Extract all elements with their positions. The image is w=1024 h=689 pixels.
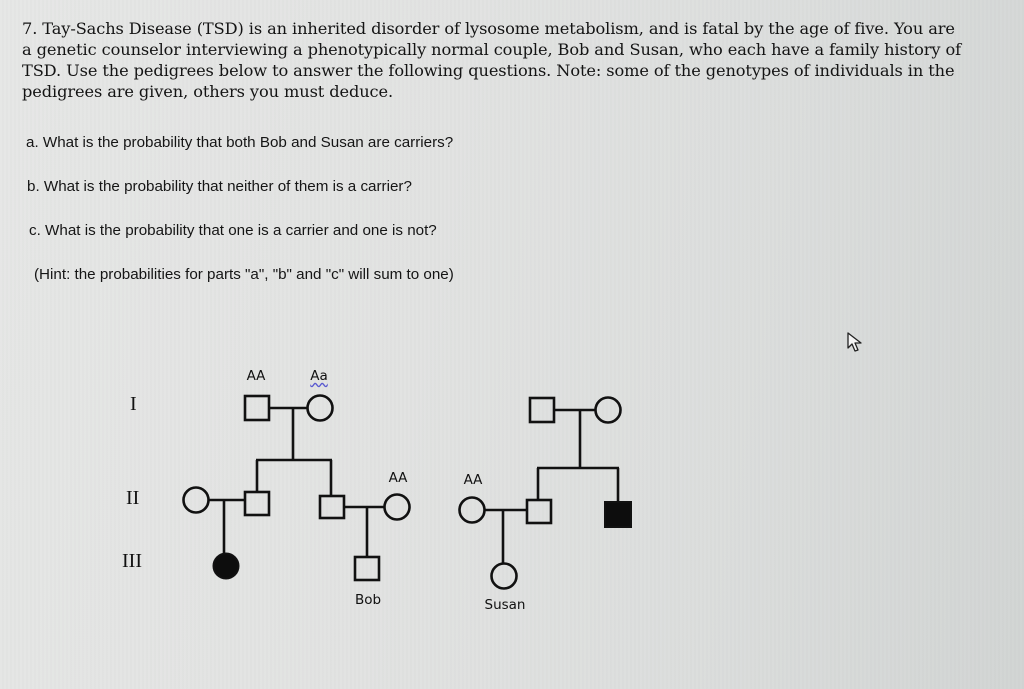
- bob-father-square: [318, 494, 346, 520]
- aunt-circle: [182, 486, 210, 514]
- susan-mother-circle: [458, 496, 486, 524]
- name-label-bob: Bob: [354, 592, 382, 608]
- hint-text: (Hint: the probabilities for parts "a", …: [34, 266, 454, 283]
- question-c: c. What is the probability that one is a…: [29, 222, 437, 239]
- generation-label-I: I: [130, 393, 137, 415]
- genotype-label-bob-grandmother: Aa: [310, 368, 328, 384]
- name-label-susan: Susan: [484, 597, 526, 613]
- problem-statement: 7. Tay-Sachs Disease (TSD) is an inherit…: [22, 18, 992, 102]
- generation-label-II: II: [126, 487, 140, 509]
- problem-line-3: TSD. Use the pedigrees below to answer t…: [22, 61, 955, 80]
- generation-label-III: III: [122, 550, 142, 572]
- genotype-label-bob-grandfather: AA: [246, 368, 266, 384]
- problem-line-4: pedigrees are given, others you must ded…: [22, 82, 394, 101]
- affected-uncle-square: [604, 501, 632, 528]
- susan-father-square: [525, 498, 553, 525]
- affected-cousin-circle: [212, 552, 240, 580]
- susan-grandmother-circle: [594, 396, 622, 424]
- bob-grandmother-circle: [306, 394, 334, 422]
- question-b: b. What is the probability that neither …: [27, 178, 412, 195]
- mouse-pointer-icon: [847, 332, 862, 352]
- bob-square: [353, 555, 381, 582]
- susan-circle: [490, 562, 518, 590]
- problem-line-2: a genetic counselor interviewing a pheno…: [22, 40, 962, 59]
- bob-grandfather-square: [243, 394, 271, 422]
- susan-grandfather-square: [528, 396, 556, 424]
- genotype-label-susan-mother: AA: [463, 472, 483, 488]
- genotype-label-bob-mother: AA: [388, 470, 408, 486]
- question-a: a. What is the probability that both Bob…: [26, 134, 454, 151]
- uncle-square: [243, 490, 271, 517]
- problem-line-1: 7. Tay-Sachs Disease (TSD) is an inherit…: [22, 19, 955, 38]
- bob-mother-circle: [383, 493, 411, 521]
